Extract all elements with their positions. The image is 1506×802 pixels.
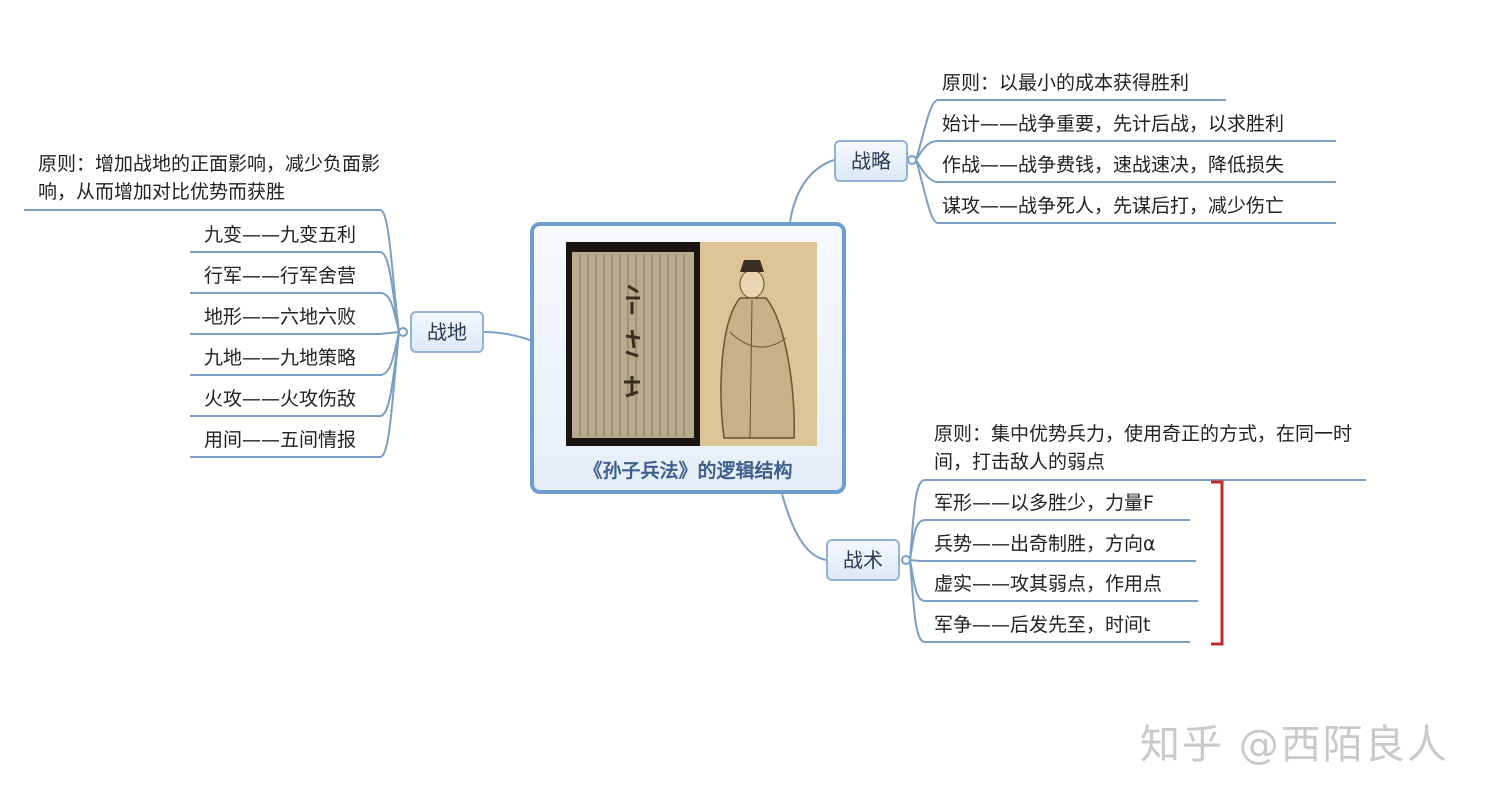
zhanshu-principle: 原则：集中优势兵力，使用奇正的方式，在同一时间，打击敌人的弱点: [934, 423, 1353, 473]
zhandi-item-6: 用间——五间情报: [204, 429, 357, 451]
zhanlue-item-3: 作战——战争费钱，速战速决，降低损失: [942, 154, 1285, 176]
zhandi-item-3: 地形——六地六败: [204, 306, 357, 328]
zhandi-item-5: 火攻——火攻伤敌: [204, 388, 357, 410]
center-image-box: 《孙子兵法》的逻辑结构: [530, 222, 846, 494]
watermark: 知乎 @西陌良人: [1140, 722, 1449, 768]
zhandi-item-1: 九变——九变五利: [204, 224, 357, 246]
zhanlue-item-2: 始计——战争重要，先计后战，以求胜利: [942, 113, 1285, 135]
center-title: 《孙子兵法》的逻辑结构: [583, 460, 793, 482]
bamboo-scroll-image: [566, 242, 700, 446]
zhanshu-item-1: 军形——以多胜少，力量F: [934, 492, 1154, 514]
link-center-zhanshu: [781, 493, 827, 561]
link-center-zhanlue: [789, 159, 835, 223]
node-zhanlue[interactable]: 战略: [834, 140, 908, 182]
zhanshu-item-4: 军争——后发先至，时间t: [934, 614, 1151, 636]
zhandi-item-2: 行军——行军舍营: [204, 265, 357, 287]
zhandi-item-4: 九地——九地策略: [204, 347, 357, 369]
zhanshu-item-3: 虚实——攻其弱点，作用点: [934, 573, 1163, 595]
sunzi-portrait-image: [700, 242, 817, 446]
red-bracket: [1211, 480, 1224, 646]
zhanlue-item-1: 原则：以最小的成本获得胜利: [942, 72, 1190, 94]
link-center-zhandi: [483, 331, 531, 341]
node-zhanshu[interactable]: 战术: [826, 539, 900, 581]
node-zhandi[interactable]: 战地: [410, 311, 484, 353]
zhanlue-item-4: 谋攻——战争死人，先谋后打，减少伤亡: [942, 195, 1285, 217]
zhanshu-item-2: 兵势——出奇制胜，方向α: [934, 533, 1156, 555]
zhandi-principle: 原则：增加战地的正面影响，减少负面影响，从而增加对比优势而获胜: [38, 153, 381, 203]
